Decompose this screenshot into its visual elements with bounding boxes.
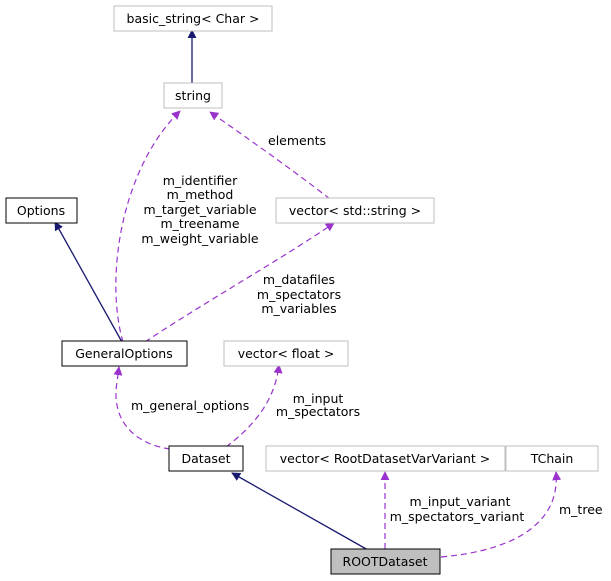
edge-label-general-to-string: m_identifier m_method m_target_variable … — [141, 173, 259, 246]
node-tchain[interactable]: TChain — [505, 445, 599, 472]
label-m-tree: m_tree — [559, 502, 603, 517]
node-basic-string[interactable]: basic_string< Char > — [113, 5, 273, 32]
node-options[interactable]: Options — [5, 197, 78, 224]
edge-label-elements: elements — [268, 133, 326, 148]
edge-label-dataset-to-general: m_general_options — [131, 398, 249, 413]
node-root-dataset[interactable]: ROOTDataset — [330, 548, 441, 575]
label-m-variables: m_variables — [261, 301, 336, 316]
label-m-spectators-float: m_spectators — [276, 404, 360, 419]
node-dataset-label: Dataset — [182, 451, 231, 466]
node-basic-string-label: basic_string< Char > — [127, 11, 260, 26]
edge-general-options-to-string — [115, 110, 181, 343]
label-m-input-variant: m_input_variant — [410, 494, 511, 509]
node-string[interactable]: string — [163, 82, 223, 109]
label-m-identifier: m_identifier — [163, 173, 238, 188]
node-root-dataset-label: ROOTDataset — [343, 554, 428, 569]
edge-vector-string-to-string — [209, 111, 331, 200]
edge-root-dataset-to-tchain — [440, 471, 562, 558]
node-vector-string-label: vector< std::string > — [289, 203, 421, 218]
label-m-method: m_method — [167, 187, 234, 202]
label-m-general-options: m_general_options — [131, 398, 249, 413]
node-vector-string[interactable]: vector< std::string > — [275, 197, 435, 224]
edge-label-general-to-vector-string: m_datafiles m_spectators m_variables — [257, 272, 341, 316]
node-options-label: Options — [17, 203, 65, 218]
edge-general-options-to-vector-string — [144, 222, 335, 343]
node-vector-float-label: vector< float > — [238, 346, 335, 361]
label-m-datafiles: m_datafiles — [263, 272, 335, 287]
node-dataset[interactable]: Dataset — [168, 445, 244, 472]
node-vector-float[interactable]: vector< float > — [223, 340, 349, 367]
node-general-options[interactable]: GeneralOptions — [61, 340, 188, 367]
label-m-spectators: m_spectators — [257, 287, 341, 302]
label-m-input: m_input — [293, 391, 344, 406]
node-vector-variant[interactable]: vector< RootDatasetVarVariant > — [265, 445, 506, 472]
edge-label-root-to-vector-variant: m_input_variant m_spectators_variant — [390, 494, 525, 524]
edge-root-dataset-to-dataset — [231, 472, 369, 551]
label-m-target-variable: m_target_variable — [143, 202, 256, 217]
edge-label-dataset-to-vector-float: m_input m_spectators — [276, 391, 360, 419]
node-tchain-label: TChain — [530, 451, 574, 466]
edge-dataset-to-vector-float — [225, 364, 283, 448]
label-m-spectators-variant: m_spectators_variant — [390, 509, 525, 524]
node-vector-variant-label: vector< RootDatasetVarVariant > — [280, 451, 491, 466]
label-elements: elements — [268, 133, 326, 148]
node-general-options-label: GeneralOptions — [75, 346, 173, 361]
label-m-treename: m_treename — [160, 216, 239, 231]
edge-general-options-to-options — [54, 221, 123, 343]
node-string-label: string — [175, 88, 211, 103]
label-m-weight-variable: m_weight_variable — [141, 231, 259, 246]
edge-label-root-to-tchain: m_tree — [559, 502, 603, 517]
edge-dataset-to-general-options — [113, 366, 171, 450]
